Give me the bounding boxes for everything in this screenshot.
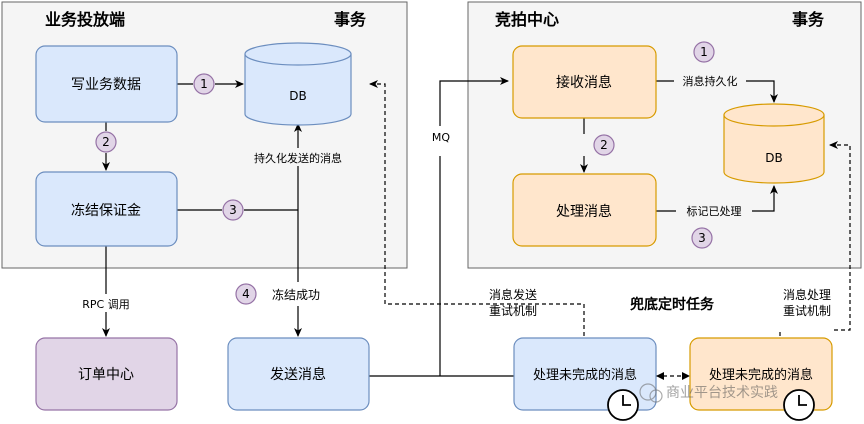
mq-label-bg	[428, 128, 454, 144]
clock-icon-right	[783, 389, 815, 421]
left-zone-tag: 事务	[334, 10, 367, 29]
edge-receive-to-db	[656, 80, 774, 102]
unfinished-orange-label: 处理未完成的消息	[709, 367, 813, 383]
db-left-cylinder	[244, 42, 352, 126]
fallback-arrowhead-right	[682, 372, 690, 380]
step-circles: 1 2 3 4 1 2 3	[95, 41, 715, 305]
step-4-label: 4	[242, 287, 250, 301]
proc-retry-label-1: 消息处理	[783, 287, 831, 302]
right-step-2-circle	[593, 134, 615, 156]
persist-label-bg	[236, 149, 360, 166]
right-step-3-circle	[691, 227, 713, 249]
rpc-label-bg	[74, 295, 138, 312]
db-right-cylinder	[723, 103, 825, 184]
send-retry-label-1: 消息发送	[489, 287, 537, 302]
edge-send-retry	[369, 80, 585, 336]
msg-persist-label: 消息持久化	[683, 74, 738, 88]
step-3-circle	[222, 199, 244, 221]
order-center-label: 订单中心	[78, 367, 134, 383]
persist-sent-label: 持久化发送的消息	[254, 151, 342, 165]
connectors	[106, 80, 774, 377]
write-data-box	[35, 45, 178, 123]
freeze-success-label: 冻结成功	[272, 287, 320, 302]
process-message-label: 处理消息	[556, 203, 612, 220]
send-message-label: 发送消息	[270, 366, 326, 383]
freeze-success-bg	[264, 286, 328, 303]
db-right-label: DB	[765, 151, 782, 165]
right-step-3-label: 3	[698, 231, 706, 245]
step-1-label: 1	[200, 77, 208, 91]
proc-retry-label-2: 重试机制	[783, 303, 831, 318]
rpc-call-label: RPC 调用	[82, 298, 129, 311]
left-zone-title: 业务投放端	[45, 10, 125, 29]
right-zone-tag: 事务	[792, 10, 825, 29]
edge-proc-retry	[779, 145, 851, 336]
fallback-arrowhead-left	[656, 372, 664, 380]
write-data-label: 写业务数据	[71, 77, 141, 93]
right-step-2-label: 2	[600, 138, 608, 152]
receive-message-label: 接收消息	[556, 74, 612, 91]
watermark: 商业平台技术实践	[639, 383, 778, 403]
db-left-label: DB	[289, 89, 306, 103]
process-message-box	[512, 173, 657, 247]
freeze-deposit-box	[35, 171, 178, 247]
clock-icon	[607, 389, 639, 421]
mq-label: MQ	[432, 131, 450, 144]
send-retry-label-2: 重试机制	[489, 303, 537, 318]
send-message-box	[227, 337, 370, 411]
step-2-circle	[95, 131, 117, 153]
freeze-deposit-label: 冻结保证金	[71, 202, 141, 219]
edge-process-to-db	[656, 186, 774, 212]
step-1-circle	[193, 73, 215, 95]
right-step-1-circle	[693, 41, 715, 63]
step-2-label: 2	[102, 135, 110, 149]
receive-message-box	[512, 45, 657, 119]
mark-processed-label: 标记已处理	[687, 204, 742, 218]
right-zone-title: 竞拍中心	[495, 10, 559, 29]
order-center-box	[35, 337, 178, 411]
right-step-1-label: 1	[700, 45, 708, 59]
unfinished-blue-label: 处理未完成的消息	[533, 367, 637, 383]
fallback-task-label: 兜底定时任务	[630, 296, 715, 313]
edge-mq-to-receive	[439, 81, 508, 376]
step-3-label: 3	[229, 203, 237, 217]
step-4-circle	[235, 283, 257, 305]
watermark-text: 商业平台技术实践	[666, 385, 778, 401]
